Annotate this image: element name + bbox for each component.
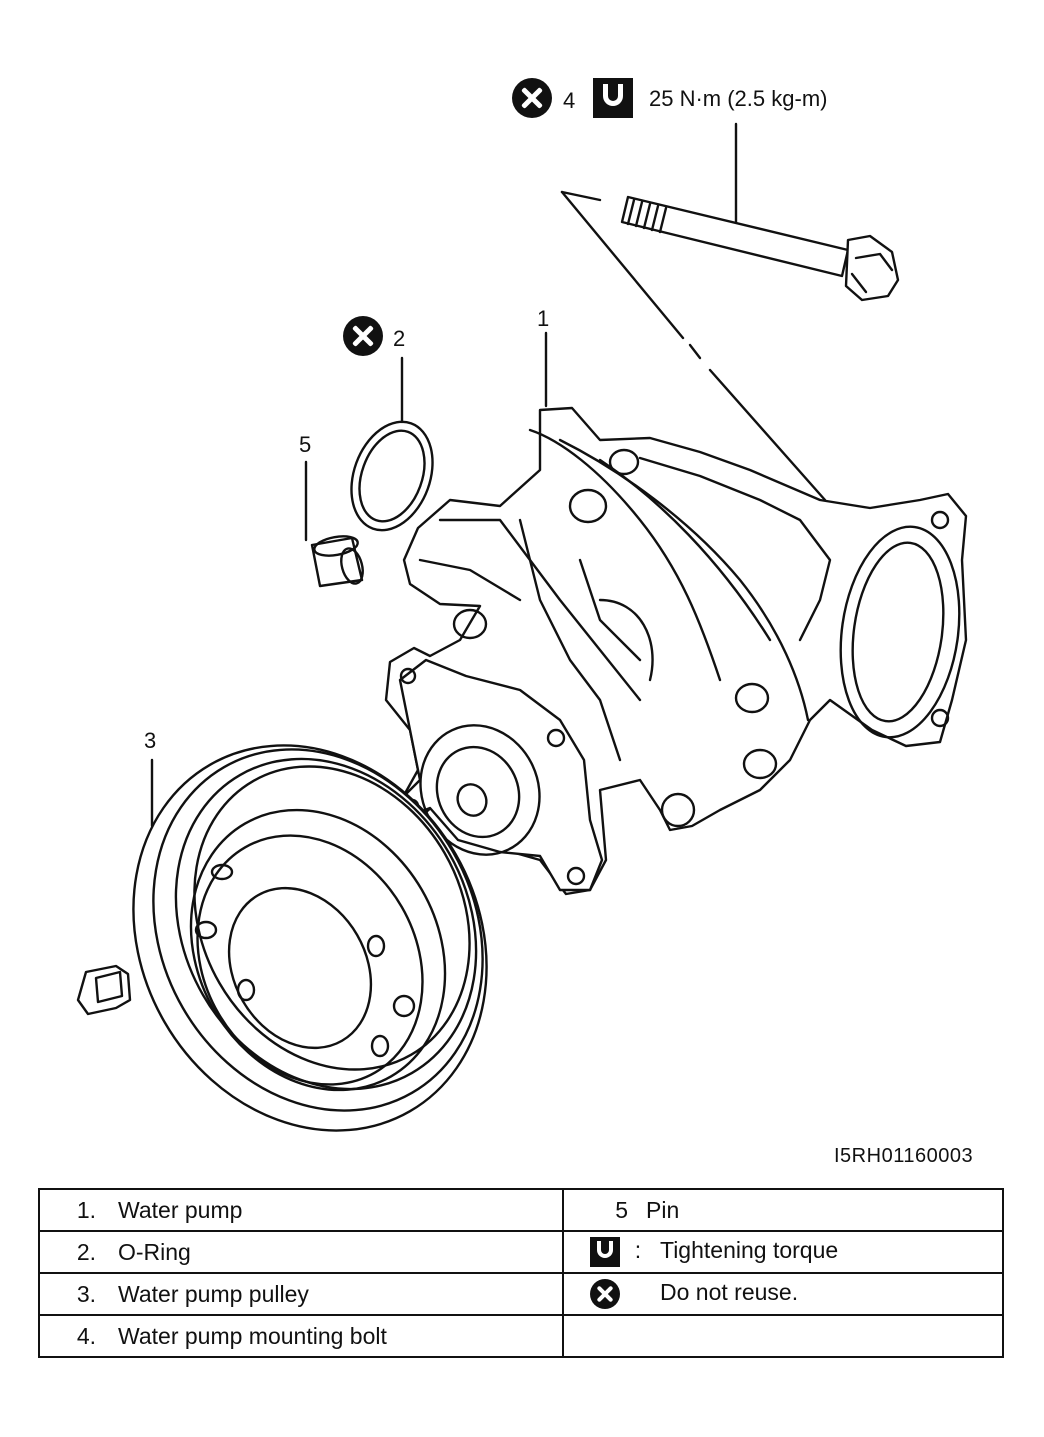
legend-num: 4. [76,1322,96,1349]
legend-label: Water pump pulley [118,1280,309,1307]
torque-wrench-icon [590,1237,620,1267]
callout-o-ring: 2 [393,326,406,351]
legend-row: 2. O-Ring : Tightening torque [38,1230,1004,1274]
water-pump-body [384,406,968,896]
do-not-reuse-icon [512,78,552,118]
water-pump-exploded-view [76,122,968,1132]
legend-cell: 4. Water pump mounting bolt [38,1314,564,1358]
legend-num: 1. [76,1196,96,1223]
pulley-bolt [76,964,132,1016]
legend-cell: 5 Pin [562,1188,1004,1232]
legend-cell [562,1314,1004,1358]
legend-label: Water pump [118,1196,243,1223]
legend-cell: : Tightening torque [562,1230,1004,1274]
callout-mounting-bolt: 4 [563,88,576,113]
legend-label: Pin [646,1196,680,1223]
parts-legend-table: 1. Water pump 5 Pin 2. O-Ring : Tightening t… [38,1188,1004,1358]
legend-colon: : [634,1237,642,1264]
do-not-reuse-icon [590,1279,620,1309]
legend-label: O-Ring [118,1238,191,1265]
o-ring [350,420,434,532]
legend-row: 3. Water pump pulley Do not reuse. [38,1272,1004,1316]
torque-spec: 25 N·m (2.5 kg-m) [649,86,828,111]
legend-row: 1. Water pump 5 Pin [38,1188,1004,1232]
legend-num: 3. [76,1280,96,1307]
legend-cell: Do not reuse. [562,1272,1004,1316]
torque-wrench-icon [593,78,633,118]
pin [310,535,364,588]
legend-label: Do not reuse. [660,1279,799,1306]
legend-num: 5 [615,1196,628,1223]
legend-cell: 3. Water pump pulley [38,1272,564,1316]
callout-pulley: 3 [144,728,157,753]
do-not-reuse-icon [343,316,383,356]
legend-label: Tightening torque [660,1237,839,1264]
legend-cell: 1. Water pump [38,1188,564,1232]
callout-pin: 5 [299,432,312,457]
water-pump-pulley [132,744,488,1132]
callout-water-pump: 1 [537,306,550,331]
mounting-bolt [620,195,900,302]
figure-id: I5RH01160003 [834,1145,974,1167]
legend-label: Water pump mounting bolt [118,1322,387,1349]
legend-row: 4. Water pump mounting bolt [38,1314,1004,1358]
legend-num: 2. [76,1238,96,1265]
legend-cell: 2. O-Ring [38,1230,564,1274]
